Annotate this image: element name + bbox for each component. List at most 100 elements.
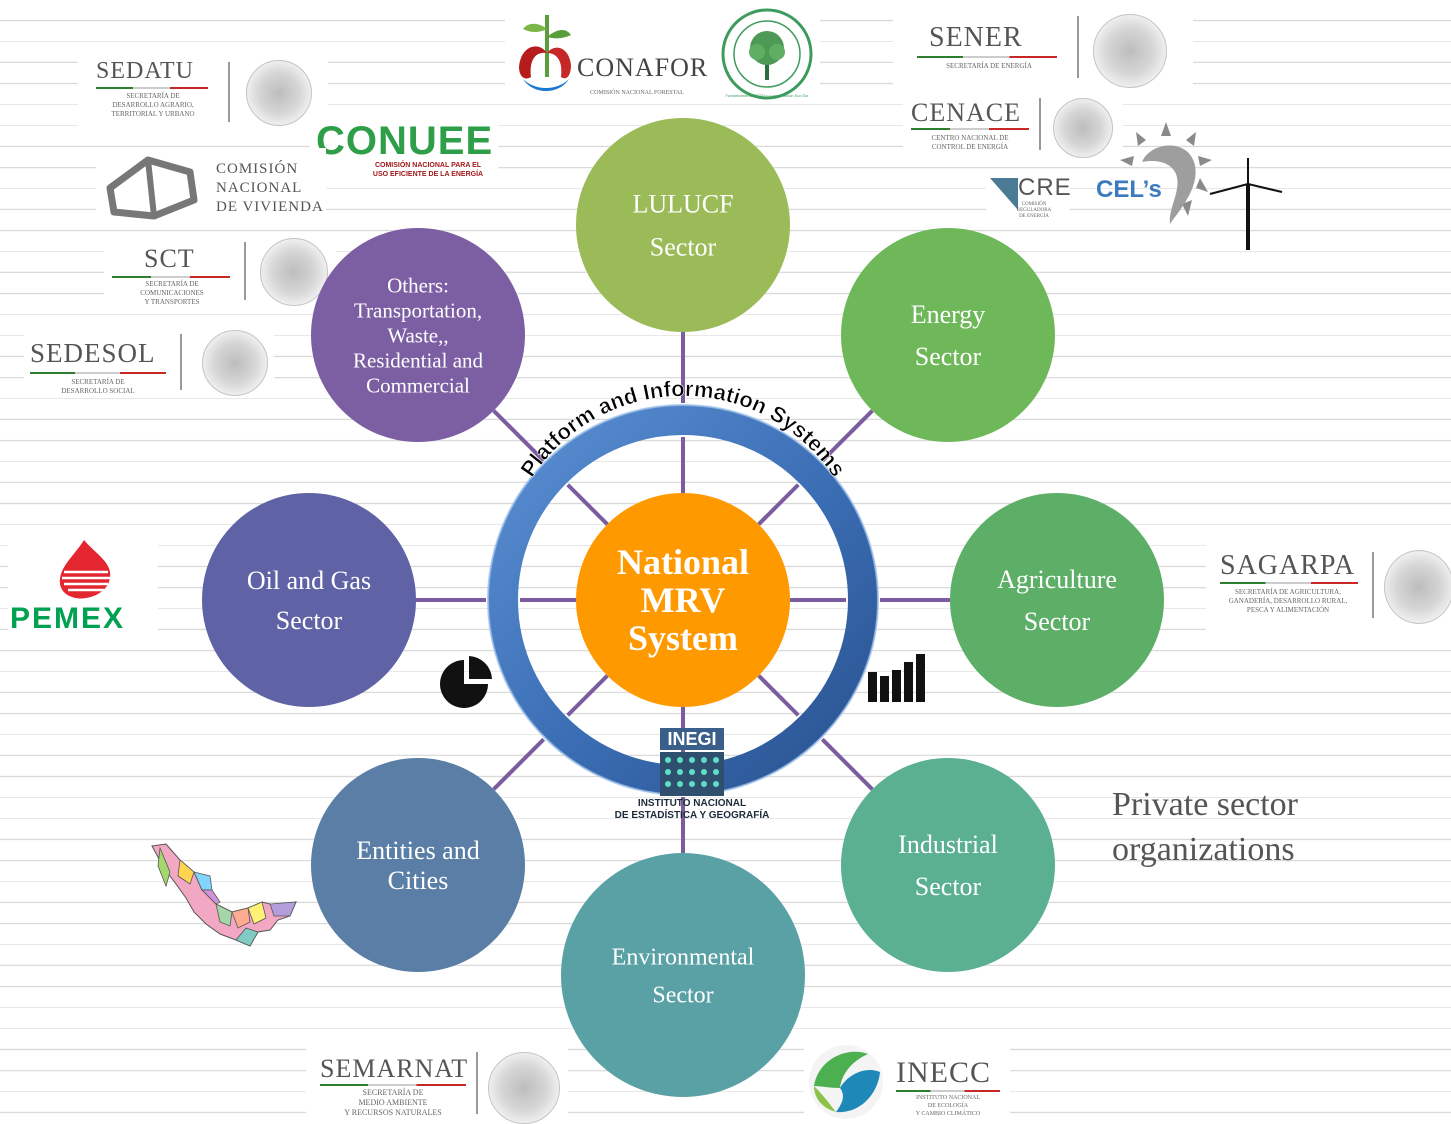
inegi-logo: INEGI INSTITUTO NACIONAL DE ESTADÍSTICA … [606, 726, 778, 824]
sedatu-logo: SEDATU SECRETARÍA DE DESARROLLO AGRARIO,… [78, 52, 328, 134]
sector-circle-energy [841, 228, 1055, 442]
sedesol-logo: SEDESOL SECRETARÍA DE DESARROLLO SOCIAL [24, 322, 274, 398]
sct-divider [244, 242, 246, 300]
cre-logo: CRE COMISIÓN REGULADORA DE ENERGÍA [986, 172, 1072, 226]
cenace-underline [911, 128, 1029, 130]
inegi-subtitle: INSTITUTO NACIONAL DE ESTADÍSTICA Y GEOG… [614, 798, 770, 821]
sct-name: SCT [144, 244, 195, 273]
sedesol-divider [180, 334, 182, 390]
sagarpa-divider [1372, 552, 1374, 618]
conavi-logo: COMISIÓN NACIONAL DE VIVIENDA [96, 148, 326, 222]
center-circle [576, 493, 790, 707]
sagarpa-name: SAGARPA [1220, 550, 1356, 581]
conafor-plant-icon [519, 15, 571, 91]
sedesol-subtitle: SECRETARÍA DE DESARROLLO SOCIAL [61, 378, 135, 395]
connector-inner-others [566, 483, 609, 526]
conafor-logo: CONAFOR COMISIÓN NACIONAL FORESTAL Forta… [505, 5, 820, 103]
sector-circle-agriculture [950, 493, 1164, 707]
bar-chart-icon [868, 654, 925, 702]
connector-lines [416, 332, 950, 853]
sedesol-name: SEDESOL [30, 338, 156, 368]
sector-circle-entities [311, 758, 525, 972]
sector-circle-lulucf [576, 118, 790, 332]
connector-inner-entities [566, 674, 609, 717]
pie-chart-icon [440, 656, 492, 708]
cre-triangle-icon [990, 178, 1018, 210]
sener-name: SENER [929, 22, 1023, 53]
conafor-name: CONAFOR [577, 53, 709, 82]
semarnat-underline [320, 1084, 466, 1086]
mexican-seal-icon [1053, 98, 1113, 158]
sagarpa-underline [1220, 582, 1358, 584]
mexico-map-icon [151, 843, 297, 947]
private-sector-label: Private sector organizations [1112, 786, 1298, 868]
connector-inner-industrial [757, 674, 800, 717]
sagarpa-logo: SAGARPA SECRETARÍA DE AGRICULTURA, GANAD… [1206, 538, 1451, 634]
inecc-leaf-icon [809, 1045, 883, 1119]
sct-subtitle: SECRETARÍA DE COMUNICACIONES Y TRANSPORT… [140, 280, 204, 306]
semarnat-subtitle: SECRETARÍA DE MEDIO AMBIENTE Y RECURSOS … [344, 1088, 442, 1117]
conuee-subtitle: COMISIÓN NACIONAL PARA EL USO EFICIENTE … [372, 162, 484, 178]
sener-logo: SENER SECRETARÍA DE ENERGÍA [893, 2, 1193, 90]
connector-outer-entities [492, 737, 546, 791]
cenace-divider [1039, 98, 1041, 150]
connector-inner-energy [757, 483, 800, 526]
cels-name: CEL’s [1096, 176, 1162, 203]
inegi-grid-icon [660, 752, 724, 796]
cenace-logo: CENACE CENTRO NACIONAL DE CONTROL DE ENE… [903, 92, 1123, 158]
center-label-line: MRV [641, 580, 726, 620]
pemex-eagle-icon [59, 540, 111, 599]
sector-circle-environmental [561, 853, 805, 1097]
pemex-name: PEMEX [10, 602, 126, 635]
conafor-subtitle: COMISIÓN NACIONAL FORESTAL [590, 90, 684, 96]
conuee-name: CONUEE [316, 119, 494, 163]
semarnat-logo: SEMARNAT SECRETARÍA DE MEDIO AMBIENTE Y … [306, 1040, 568, 1124]
cels-logo: CEL’s [1094, 118, 1284, 250]
sct-logo: SCT SECRETARÍA DE COMUNICACIONES Y TRANS… [104, 232, 336, 308]
sener-subtitle: SECRETARÍA DE ENERGÍA [946, 62, 1032, 70]
sener-divider [1077, 16, 1079, 78]
cre-name: CRE [1018, 174, 1072, 201]
sagarpa-subtitle: SECRETARÍA DE AGRICULTURA, GANADERÍA, DE… [1228, 588, 1348, 614]
sct-underline [112, 276, 230, 278]
sedatu-name: SEDATU [96, 58, 195, 84]
cre-subtitle: COMISIÓN REGULADORA DE ENERGÍA [1016, 202, 1052, 219]
conavi-name: COMISIÓN NACIONAL DE VIVIENDA [216, 161, 324, 215]
mexican-seal-icon [1093, 14, 1167, 88]
inecc-name: INECC [896, 1056, 991, 1089]
inecc-subtitle: INSTITUTO NACIONAL DE ECOLOGÍA Y CAMBIO … [915, 1095, 981, 1117]
redd-badge-icon [721, 8, 813, 100]
inecc-underline [896, 1090, 1000, 1092]
semarnat-divider [476, 1052, 478, 1114]
sector-label-others: Others:Transportation,Waste,,Residential… [353, 273, 484, 397]
sector-circle-industrial [841, 758, 1055, 972]
house-outline-icon [106, 156, 198, 220]
connector-outer-others [492, 409, 546, 463]
sector-circle-others [311, 228, 525, 442]
connector-outer-energy [820, 409, 874, 463]
center-label-line: System [628, 618, 738, 658]
sener-underline [917, 56, 1057, 58]
cenace-subtitle: CENTRO NACIONAL DE CONTROL DE ENERGÍA [931, 134, 1009, 151]
cenace-name: CENACE [911, 98, 1021, 127]
wind-turbine-icon [1209, 158, 1283, 250]
center-label-line: National [617, 542, 749, 582]
sedatu-divider [228, 62, 230, 122]
